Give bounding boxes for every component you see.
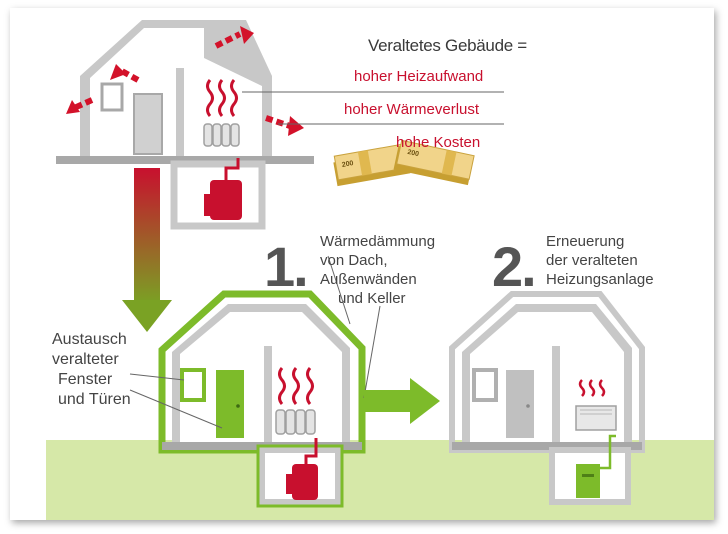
cost-line-high-costs: hohe Kosten	[396, 134, 481, 151]
windows-doors-label: Austausch veralteter Fenster und Türen	[52, 330, 131, 410]
cost-line-heating-effort: hoher Heizaufwand	[354, 68, 484, 85]
old-door	[133, 93, 163, 155]
insulated-heat-waves-icon	[278, 367, 314, 405]
windows-doors-line: und Türen	[58, 391, 131, 408]
step-1-line: Außenwänden	[320, 271, 417, 288]
renovated-heat-waves-icon	[578, 379, 606, 397]
step-1-line: von Dach,	[320, 252, 388, 269]
renovated-window	[472, 368, 498, 402]
old-window	[100, 82, 124, 112]
windows-doors-line: veralteter	[52, 351, 119, 368]
step-2-line: Heizungsanlage	[546, 271, 654, 288]
insulated-house	[158, 290, 366, 508]
callout-lines	[242, 91, 504, 125]
new-boiler-icon	[576, 434, 616, 498]
infographic-frame: 200 200	[10, 8, 714, 520]
transition-arrow-down	[122, 168, 172, 332]
banknote-label: 200	[341, 160, 354, 169]
old-house	[56, 20, 314, 230]
step-2-line: der veralteten	[546, 252, 638, 269]
old-heat-waves-icon	[206, 79, 238, 117]
svg-text:200: 200	[407, 149, 420, 158]
step-2-number: 2.	[492, 235, 537, 298]
renovated-door	[506, 370, 534, 438]
windows-doors-line: Austausch	[52, 331, 127, 348]
step-2-text: Erneuerung der veralteten Heizungsanlage	[546, 232, 654, 289]
cost-line-heat-loss: hoher Wärmeverlust	[344, 101, 480, 118]
new-window	[180, 368, 206, 402]
insulated-radiator-icon	[275, 409, 316, 435]
step-1-number: 1.	[264, 235, 309, 298]
renovated-house	[449, 291, 645, 505]
windows-doors-line: Fenster	[58, 371, 113, 388]
transition-arrow-right	[364, 378, 440, 424]
old-radiator-icon	[203, 123, 240, 147]
diagram-canvas: 200 200	[46, 20, 714, 520]
step-2-line: Erneuerung	[546, 233, 625, 250]
insulated-callouts	[129, 255, 381, 429]
old-boiler-icon	[204, 158, 242, 220]
step-1-line: und Keller	[338, 290, 406, 307]
new-door	[216, 370, 244, 438]
step-1-line: Wärmedämmung	[320, 233, 436, 250]
step-1-text: Wärmedämmung von Dach, Außenwänden und K…	[320, 232, 435, 308]
insulated-boiler-icon	[286, 438, 318, 500]
banknotes-icon: 200 200	[333, 139, 475, 187]
old-building-title: Veraltetes Gebäude =	[368, 36, 527, 55]
